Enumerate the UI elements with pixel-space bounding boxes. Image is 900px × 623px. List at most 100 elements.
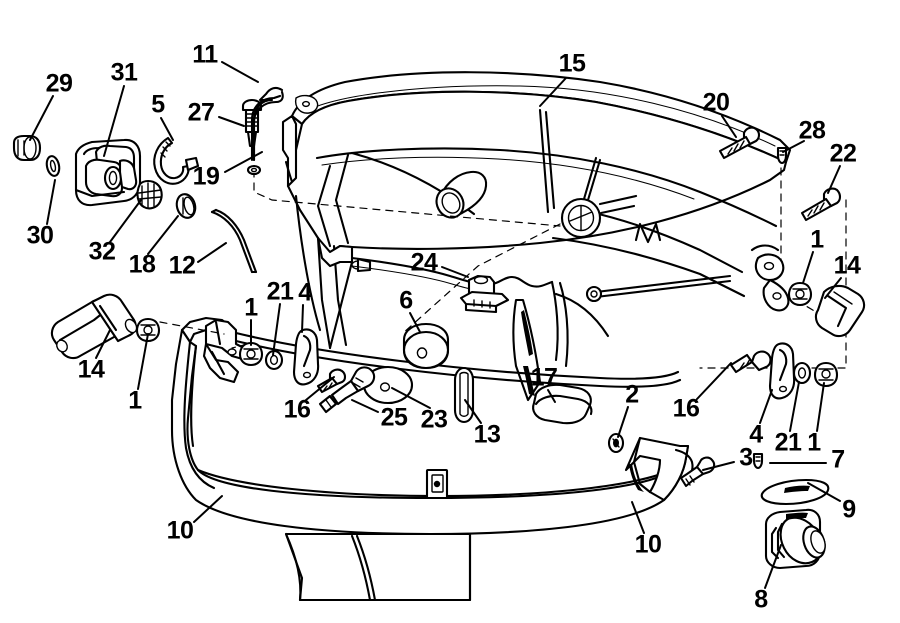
callout-label-4: 4 [749, 420, 763, 449]
callout-label-21: 21 [266, 277, 294, 306]
part-32-lock-nut [136, 179, 163, 210]
callout-label-10: 10 [166, 516, 194, 545]
part-30-o-ring [45, 155, 61, 177]
callout-label-14: 14 [833, 251, 861, 280]
callout-label-10: 10 [634, 530, 662, 559]
callout-label-1: 1 [807, 428, 821, 457]
callout-label-3: 3 [739, 443, 753, 472]
leader-line-6 [409, 312, 421, 333]
leader-line-27 [218, 116, 245, 127]
callout-label-22: 22 [829, 139, 857, 168]
part-31-latch-assembly [74, 138, 142, 207]
part-9-seal [760, 478, 830, 506]
leader-line-14 [95, 329, 111, 359]
leader-line-21 [789, 381, 800, 432]
part-29-grommet [12, 134, 42, 162]
leader-line-1 [137, 333, 149, 390]
part-8-hose-fitting [764, 508, 826, 570]
callout-label-23: 23 [420, 405, 448, 434]
callout-label-24: 24 [410, 248, 438, 277]
callout-label-28: 28 [798, 116, 826, 145]
leader-line-9 [807, 482, 841, 502]
leader-line-1 [802, 251, 814, 284]
callout-label-12: 12 [168, 251, 196, 280]
lower-cowl-left-bracket [202, 318, 250, 384]
leader-line-18 [147, 215, 179, 255]
part-24-mount-block [459, 274, 510, 314]
callout-label-14: 14 [77, 355, 105, 384]
callout-label-18: 18 [128, 250, 156, 279]
leader-line-2 [617, 406, 629, 438]
callout-label-1: 1 [810, 225, 824, 254]
callout-label-2: 2 [625, 380, 639, 409]
leader-line-15 [539, 77, 567, 107]
callout-label-15: 15 [558, 49, 586, 78]
part-14-handle-right [814, 284, 866, 338]
part-1-nut-left [135, 317, 161, 343]
upper-cowl-part-15 [281, 71, 792, 402]
part-1-nut-right-top [787, 281, 813, 307]
callout-label-8: 8 [754, 585, 768, 614]
part-4-bracket-mid [292, 328, 320, 386]
callout-label-1: 1 [128, 386, 142, 415]
callout-label-5: 5 [151, 90, 165, 119]
part-4-bracket-right [768, 342, 796, 400]
part-16-screw-left [316, 368, 347, 394]
part-5-hose-clamp [153, 136, 200, 185]
part-25-fitting [318, 366, 376, 414]
callout-label-30: 30 [26, 221, 54, 250]
callout-label-4: 4 [298, 278, 312, 307]
leader-line-10 [193, 495, 223, 523]
callout-label-21: 21 [774, 428, 802, 457]
leader-line-21 [272, 303, 281, 356]
leader-line-25 [351, 399, 379, 413]
part-19-spacer [246, 164, 262, 176]
part-12-link-rod [210, 208, 258, 274]
leader-line-10 [631, 501, 645, 534]
leader-line-8 [764, 544, 782, 589]
callout-label-20: 20 [702, 88, 730, 117]
leader-line-3 [702, 461, 735, 471]
part-22-bolt [800, 187, 842, 222]
leader-line-16 [305, 376, 335, 401]
callout-label-29: 29 [45, 69, 73, 98]
part-18-bushing [175, 193, 197, 219]
leader-line-4 [301, 304, 304, 333]
leader-line-5 [160, 117, 174, 141]
part-14-handle-left [50, 293, 138, 360]
part-2-grommet [607, 432, 625, 454]
leader-line-31 [103, 85, 125, 157]
leader-line-23 [391, 387, 431, 409]
leader-line-14 [824, 277, 842, 299]
leader-line-30 [46, 179, 56, 225]
part-21-washer-right [792, 361, 812, 385]
leader-line-32 [109, 199, 142, 243]
part-3-screw [679, 456, 716, 488]
part-7-pin [752, 452, 764, 470]
cowl-rear-ear [754, 253, 790, 312]
leader-line-16 [696, 362, 732, 400]
callout-label-16: 16 [283, 395, 311, 424]
leader-line-28 [782, 140, 805, 153]
leader-line-1 [816, 382, 825, 432]
part-1-nut-right-bottom [813, 361, 839, 388]
part-17-pad [532, 383, 593, 425]
callout-label-19: 19 [192, 162, 220, 191]
leader-line-13 [464, 399, 482, 424]
leader-line-11 [221, 61, 259, 83]
callout-label-25: 25 [380, 403, 408, 432]
part-6-grommet [402, 322, 450, 370]
part-16-screw-right [729, 350, 772, 374]
part-13-seal [453, 366, 475, 424]
leader-line-24 [441, 266, 469, 278]
cowl-pivot-boss [560, 197, 602, 239]
leader-line-19 [224, 151, 263, 173]
leader-line-4 [759, 389, 773, 424]
callout-label-6: 6 [399, 286, 413, 315]
part-1-nut-mid [238, 341, 264, 367]
lower-cowl-latch-plate [425, 468, 449, 500]
callout-label-17: 17 [530, 363, 558, 392]
leader-line-17 [547, 389, 556, 403]
